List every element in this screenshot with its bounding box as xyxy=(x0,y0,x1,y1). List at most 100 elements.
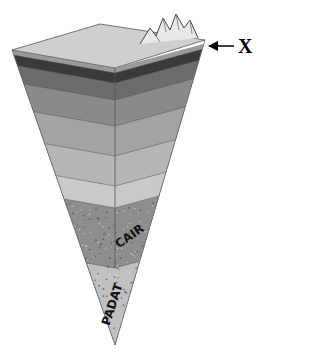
speckle xyxy=(93,256,94,257)
speckle xyxy=(103,327,105,329)
speckle xyxy=(90,325,92,327)
speckle xyxy=(108,227,110,229)
speckle xyxy=(46,300,48,302)
speckle xyxy=(149,349,151,351)
speckle xyxy=(181,324,183,326)
speckle xyxy=(115,274,116,275)
speckle xyxy=(149,239,151,241)
speckle xyxy=(126,270,127,271)
speckle xyxy=(80,291,82,293)
speckle xyxy=(45,255,47,257)
speckle xyxy=(43,334,44,335)
speckle xyxy=(160,205,162,207)
speckle xyxy=(80,315,82,317)
speckle xyxy=(89,213,90,214)
speckle xyxy=(98,285,100,287)
speckle xyxy=(56,336,58,338)
speckle xyxy=(68,317,70,319)
speckle xyxy=(42,219,44,221)
speckle xyxy=(76,225,78,227)
speckle xyxy=(75,293,76,294)
speckle xyxy=(165,198,166,199)
speckle xyxy=(149,251,150,252)
speckle xyxy=(178,281,180,283)
speckle xyxy=(101,340,102,341)
speckle xyxy=(181,345,183,347)
speckle xyxy=(174,323,176,325)
speckle xyxy=(159,273,161,275)
speckle xyxy=(66,230,68,232)
speckle xyxy=(58,276,60,278)
speckle xyxy=(169,200,171,202)
speckle xyxy=(147,336,149,338)
speckle xyxy=(109,257,111,259)
speckle xyxy=(162,206,163,207)
speckle xyxy=(167,327,169,329)
speckle xyxy=(105,248,106,249)
speckle xyxy=(123,210,124,211)
speckle xyxy=(149,317,150,318)
speckle xyxy=(172,208,173,209)
speckle xyxy=(45,298,47,300)
speckle xyxy=(39,336,40,337)
speckle xyxy=(116,232,118,234)
speckle xyxy=(59,250,61,252)
speckle xyxy=(167,339,168,340)
speckle xyxy=(72,212,74,214)
speckle xyxy=(85,336,87,338)
speckle xyxy=(157,219,158,220)
speckle xyxy=(71,258,73,260)
speckle xyxy=(173,311,175,313)
speckle xyxy=(172,277,173,278)
speckle xyxy=(60,285,62,287)
speckle xyxy=(174,319,175,320)
speckle xyxy=(162,318,164,320)
speckle xyxy=(159,201,161,203)
speckle xyxy=(47,249,49,251)
speckle xyxy=(145,315,147,317)
speckle xyxy=(139,297,141,299)
speckle xyxy=(126,318,128,320)
speckle xyxy=(187,336,188,337)
speckle xyxy=(117,265,118,266)
speckle xyxy=(150,265,152,267)
speckle xyxy=(179,259,181,261)
speckle xyxy=(98,247,100,249)
speckle xyxy=(148,268,150,270)
speckle xyxy=(74,216,76,218)
speckle xyxy=(134,314,135,315)
speckle xyxy=(76,300,78,302)
speckle xyxy=(100,282,101,283)
earth-layer xyxy=(0,174,240,352)
speckle xyxy=(43,335,45,337)
speckle xyxy=(54,235,56,237)
speckle xyxy=(52,239,54,241)
speckle xyxy=(131,328,133,330)
speckle xyxy=(144,306,146,308)
speckle xyxy=(150,236,152,238)
speckle xyxy=(76,212,77,213)
speckle xyxy=(98,242,99,243)
speckle xyxy=(162,224,163,225)
speckle xyxy=(61,334,62,335)
speckle xyxy=(132,304,133,305)
speckle xyxy=(135,279,136,280)
speckle xyxy=(72,244,74,246)
speckle xyxy=(106,278,108,280)
speckle xyxy=(42,318,44,320)
speckle xyxy=(174,320,175,321)
speckle xyxy=(43,234,45,236)
speckle xyxy=(44,279,46,281)
speckle xyxy=(97,273,99,275)
speckle xyxy=(79,280,80,281)
speckle xyxy=(67,264,68,265)
speckle xyxy=(85,205,86,206)
speckle xyxy=(177,305,179,307)
speckle xyxy=(183,345,184,346)
speckle xyxy=(152,317,154,319)
speckle xyxy=(76,304,78,306)
speckle xyxy=(126,339,128,341)
speckle xyxy=(75,259,77,261)
speckle xyxy=(147,212,148,213)
speckle xyxy=(88,318,90,320)
